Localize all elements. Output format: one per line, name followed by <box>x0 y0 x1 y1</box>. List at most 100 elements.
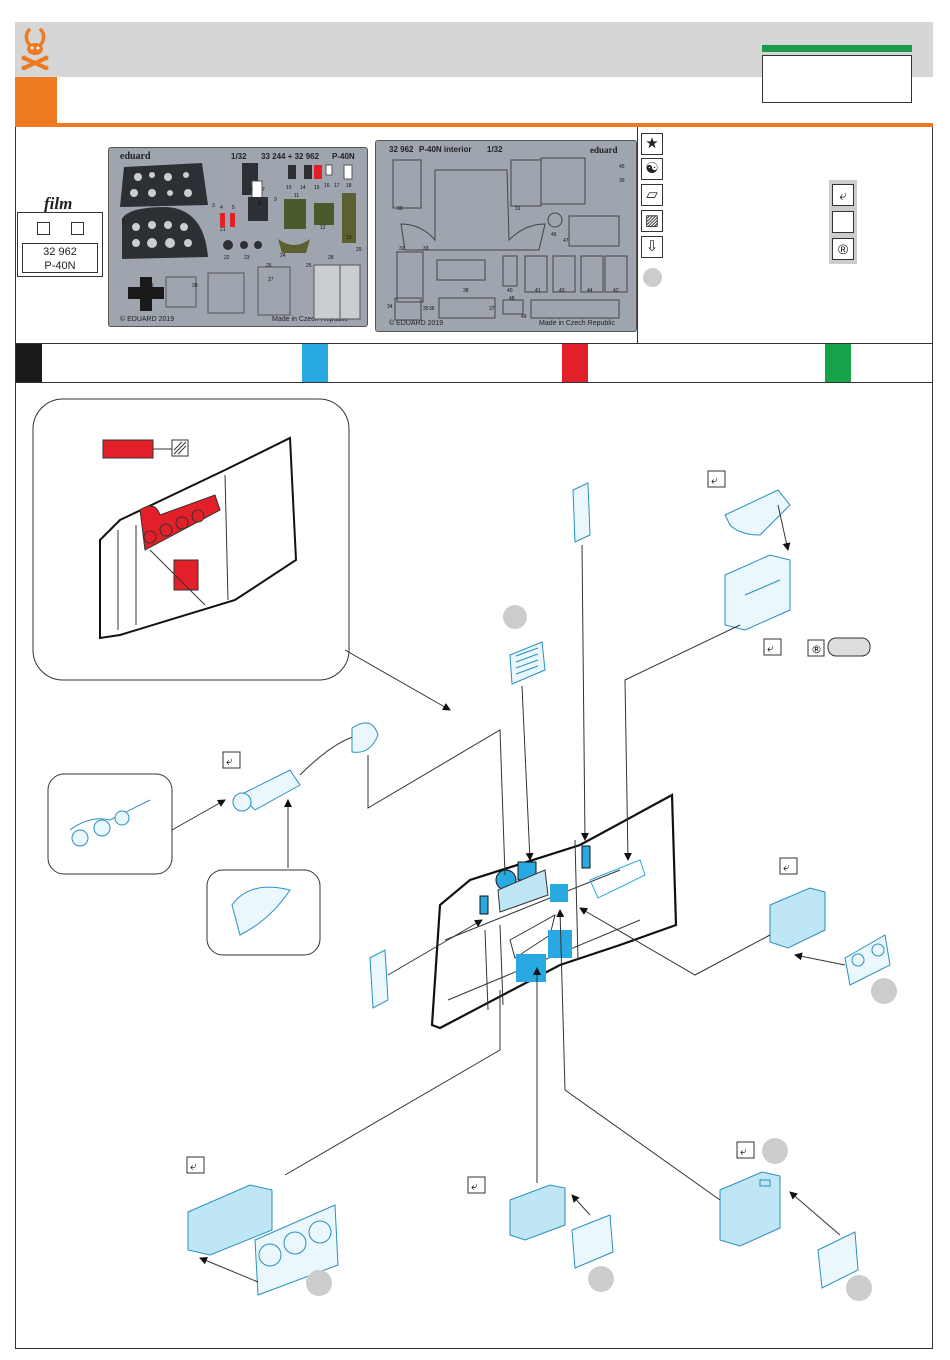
film-model: P-40N <box>44 260 76 272</box>
swatch-blue <box>302 344 328 382</box>
instrument-box-bottom-center: ⤶ <box>467 967 614 1292</box>
bend-arrow-icon <box>736 1141 755 1159</box>
fret-left-part-26: 26 <box>266 263 272 269</box>
fret-right-made-in: Made in Czech Republic <box>539 320 615 327</box>
bend-arrow-icon <box>779 857 798 875</box>
eduard-bunny-logo <box>21 28 49 70</box>
fret-left-part-19: 19 <box>148 283 154 289</box>
instrument-panel-main <box>430 793 678 1030</box>
vertical-strip-part <box>572 482 591 841</box>
fret-left-copyright: © EDUARD 2019 <box>120 316 175 323</box>
color-callout-grey <box>827 637 871 657</box>
instrument-box-bottom-left: ⤶ <box>186 990 501 1296</box>
part-number-circle <box>762 1138 788 1164</box>
fret-right-part-35: 35 <box>423 306 429 312</box>
fret-right-part-42: 42 <box>613 288 619 294</box>
part-number-circle <box>846 1275 872 1301</box>
fret-right-part-45: 45 <box>619 164 625 170</box>
bend-arrow-icon <box>763 638 782 656</box>
star-icon: ★ <box>641 133 663 155</box>
fret-right-title: P-40N interior <box>419 145 472 154</box>
kit-title-box <box>762 55 912 103</box>
part-number-circle <box>871 978 897 1004</box>
yin-yang-icon: ☯ <box>641 158 663 180</box>
bend-arrow-icon <box>707 470 726 488</box>
fret-right-part-46: 46 <box>551 232 557 238</box>
film-checkbox-2[interactable] <box>71 222 84 235</box>
fret-right-parts: 30 31 32 33 34 35 36 37 38 39 40 41 42 4… <box>387 157 628 321</box>
bend-arrow-icon: ⤶ <box>832 184 854 206</box>
fret-right-scale: 1/32 <box>487 145 503 154</box>
color-reference-bar <box>15 343 933 383</box>
fret-right-part-49: 49 <box>521 314 527 320</box>
fret-left-code: 33 244 + 32 962 <box>261 152 320 161</box>
fret-left-part-18: 18 <box>346 183 352 189</box>
fret-left-part-29: 29 <box>356 247 362 253</box>
film-checkbox-1[interactable] <box>37 222 50 235</box>
fret-right-part-40: 40 <box>507 288 513 294</box>
bend-arrow-icon <box>186 1156 205 1174</box>
fret-left-part-13: 13 <box>346 235 352 241</box>
fret-left-part-11: 11 <box>294 193 299 199</box>
part-number-circle <box>588 1266 614 1292</box>
blank-box-icon <box>832 211 854 233</box>
legend-divider <box>637 127 638 343</box>
swatch-black <box>16 344 42 382</box>
color-callout-red <box>102 439 154 459</box>
bend-arrow-icon <box>467 1176 486 1194</box>
box-assembly-right: ⤶ <box>579 857 897 1004</box>
bend-arrow-icon <box>222 751 241 769</box>
swatch-green <box>825 344 851 382</box>
fret-left-model: P-40N <box>332 152 355 161</box>
registered-icon: ® <box>832 238 854 260</box>
fret-right-part-30: 30 <box>397 206 403 212</box>
fret-right-part-31: 31 <box>515 206 521 212</box>
fret-left-brand: eduard <box>120 151 151 162</box>
fret-left-part-24: 24 <box>280 253 286 259</box>
fret-left-part-22: 22 <box>224 255 230 261</box>
part-number-circle-icon <box>643 268 662 287</box>
film-code: 32 962 <box>43 246 77 258</box>
inset-finished-panel <box>32 398 350 681</box>
fret-right-part-33: 33 <box>423 246 429 252</box>
part-number-circle <box>306 1270 332 1296</box>
film-code-box: 32 962 P-40N <box>22 243 98 273</box>
svg-text:⤶: ⤶ <box>226 754 233 768</box>
fret-right-part-48: 48 <box>509 296 515 302</box>
svg-text:⤶: ⤶ <box>767 641 774 655</box>
fret-left-part-7: 7 <box>262 187 265 193</box>
fret-right-part-37: 37 <box>489 306 495 312</box>
fret-left-part-2: 2 <box>122 219 125 225</box>
fret-left-part-15: 15 <box>314 185 320 191</box>
fret-left-part-8: 8 <box>258 201 261 207</box>
fret-left-part-14: 14 <box>300 185 306 191</box>
orange-divider <box>15 123 933 127</box>
svg-text:⤶: ⤶ <box>190 1159 197 1173</box>
hatched-sheet-icon: ▨ <box>641 210 663 232</box>
lever-subassembly: ⤶ <box>47 722 506 956</box>
fret-right-part-38: 38 <box>463 288 469 294</box>
fret-left-part-27: 27 <box>268 277 274 283</box>
registered-icon <box>807 639 825 657</box>
fret-left-part-3: 3 <box>212 203 215 209</box>
fret-right-part-47: 47 <box>563 238 569 244</box>
fret-right-part-34: 34 <box>387 304 393 310</box>
fret-right-part-32: 32 <box>399 246 405 252</box>
fret-left-part-9: 9 <box>274 197 277 203</box>
fret-right-part-36: 36 <box>429 306 435 312</box>
film-box <box>17 212 103 277</box>
sheet-icon: ▱ <box>641 184 663 206</box>
placard-part <box>503 605 546 861</box>
fret-right-part-39: 39 <box>619 178 625 184</box>
fret-left-part-4: 4 <box>220 205 223 211</box>
box-assembly-top-right: ⤶ ⤶ ® <box>623 470 871 861</box>
svg-text:®: ® <box>811 643 822 656</box>
fret-left-part-21: 21 <box>220 227 226 233</box>
fret-left-part-10: 10 <box>286 185 292 191</box>
fret-left-part-5: 5 <box>232 205 235 211</box>
svg-text:⤶: ⤶ <box>740 1144 747 1158</box>
fret-right-brand: eduard <box>590 145 618 155</box>
fret-right-code: 32 962 <box>389 145 414 154</box>
film-label: film <box>44 194 73 213</box>
